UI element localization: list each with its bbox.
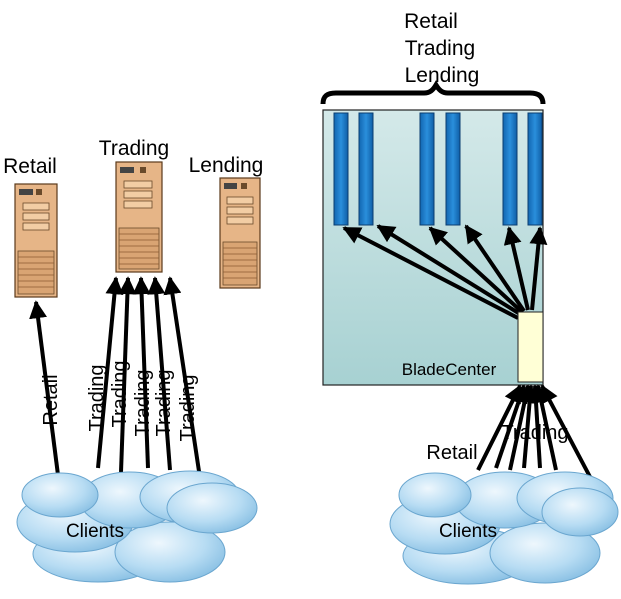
arrow-r-6 [532,384,558,471]
server-label-lending: Lending [189,154,264,177]
server-trading: Trading [99,137,169,273]
cloud-clients-right [389,471,619,585]
right-top-labels: Retail Trading Lending [404,10,479,87]
server-label-trading: Trading [99,137,169,160]
arrow-label-retail: Retail [40,374,62,425]
brace [320,80,546,105]
arrow-trading-2 [118,276,137,473]
arrow-label-trading-2: Trading [109,360,131,427]
arrow-int-2 [376,224,522,316]
arrow-trading-1 [96,276,124,469]
arrow-label-trading-5: Trading [177,374,199,441]
top-label-lending: Lending [405,64,480,87]
internal-arrows [342,224,548,320]
arrow-r-7 [540,384,600,493]
left-arrows [29,276,202,479]
cloud-clients-left [16,470,258,583]
arrow-label-trading-3: Trading [132,369,154,436]
left-arrow-labels: Retail Trading Trading Trading Trading T… [40,360,199,441]
top-label-retail: Retail [404,10,458,33]
arrow-label-trading-1: Trading [86,364,108,431]
arrow-int-3 [428,226,524,314]
arrow-retail [29,300,60,476]
server-label-retail: Retail [3,155,57,178]
arrow-int-5 [503,226,530,311]
top-label-trading: Trading [405,37,475,60]
right-arrows [476,384,600,493]
arrow-int-4 [464,224,526,313]
blade-3 [419,112,435,226]
cloud-label-left: Clients [66,521,124,542]
blade-5 [502,112,518,226]
blades [333,112,543,226]
blade-2 [358,112,374,226]
bladecenter-label: BladeCenter [402,360,497,379]
blade-6 [527,112,543,226]
arrow-label-trading-right: Trading [501,422,568,444]
arrow-trading-5 [163,276,202,479]
arrow-int-1 [342,226,519,320]
blade-1 [333,112,349,226]
server-lending: Lending [189,154,264,289]
server-retail: Retail [3,155,58,298]
arrow-trading-3 [132,276,151,469]
arrow-label-trading-4: Trading [153,369,175,436]
arrow-int-6 [529,226,548,311]
cloud-label-right: Clients [439,521,497,542]
switch-module [517,311,544,383]
blade-4 [445,112,461,226]
arrow-trading-4 [147,276,172,471]
arrow-label-retail-right: Retail [426,442,477,464]
